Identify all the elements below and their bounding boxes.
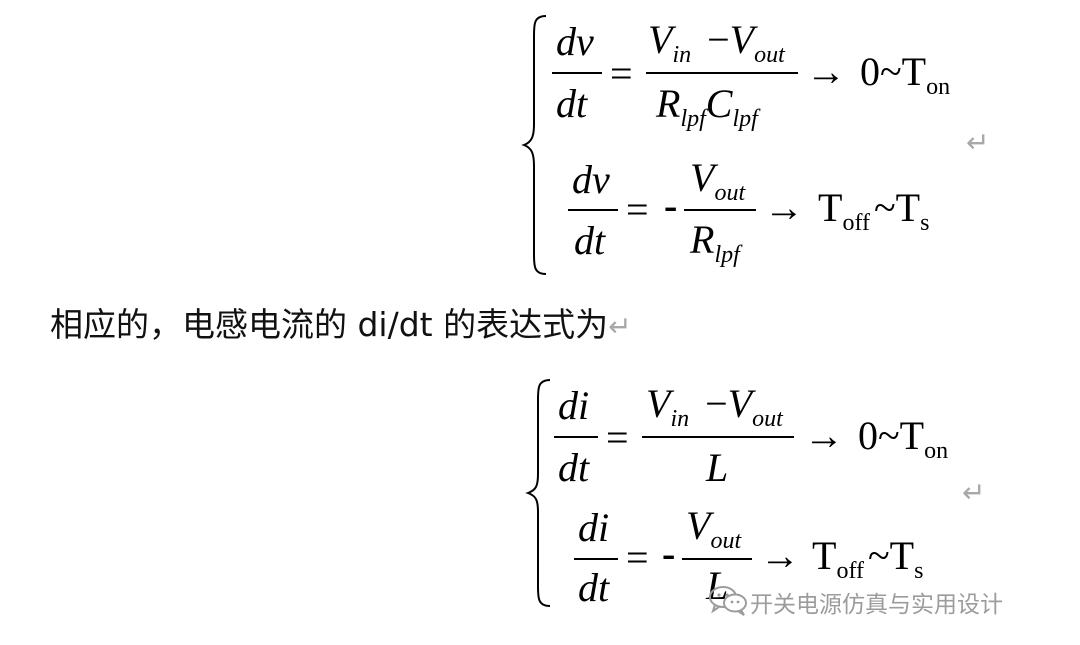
left-brace-2	[525, 379, 551, 607]
fraction-bar	[684, 209, 756, 211]
rhs-denominator: L	[706, 445, 729, 490]
fraction-bar	[682, 558, 752, 560]
lhs-denominator: dt	[556, 81, 588, 126]
equals-sign: =	[610, 51, 633, 96]
minus-sign: -	[662, 531, 676, 576]
fraction-bar	[646, 72, 798, 74]
watermark: 开关电源仿真与实用设计	[708, 582, 1048, 618]
rhs-numerator: Vout	[690, 155, 746, 206]
rhs-denominator: L	[706, 563, 729, 608]
minus-sign: -	[664, 183, 678, 228]
time-interval: 0~Ton	[858, 413, 949, 464]
paragraph-mark: ↵	[962, 476, 986, 509]
lhs-denominator: dt	[558, 445, 590, 490]
sentence: 相应的，电感电流的 di/dt 的表达式为	[50, 305, 609, 344]
left-brace-1	[521, 15, 547, 275]
rhs-numerator: Vout	[686, 503, 742, 554]
interval-arrow: →	[804, 413, 844, 458]
interval-arrow: →	[760, 533, 800, 578]
fraction-bar	[554, 436, 598, 438]
paragraph-mark: ↵	[608, 310, 632, 343]
lhs-denominator: dt	[578, 565, 610, 610]
fraction-bar	[574, 558, 618, 560]
rhs-denominator: RlpfClpf	[656, 81, 758, 132]
fraction-bar	[552, 72, 602, 74]
equals-sign: =	[606, 415, 629, 460]
body-text-line: 相应的，电感电流的 di/dt 的表达式为↵	[50, 298, 632, 346]
equals-sign: =	[626, 535, 649, 580]
fraction-bar	[642, 436, 794, 438]
fraction-bar	[568, 209, 618, 211]
time-interval: 0~Ton	[860, 49, 951, 100]
equals-sign: =	[626, 187, 649, 232]
paragraph-mark: ↵	[966, 126, 990, 159]
lhs-numerator: di	[578, 505, 610, 550]
time-interval: Toff~Ts	[812, 533, 924, 584]
lhs-numerator: dv	[556, 19, 594, 64]
interval-arrow: →	[764, 185, 804, 230]
rhs-denominator: Rlpf	[690, 217, 740, 268]
rhs-numerator: Vin −Vout	[648, 17, 785, 68]
watermark-text: 开关电源仿真与实用设计	[750, 592, 1003, 618]
time-interval: Toff~Ts	[818, 185, 930, 236]
interval-arrow: →	[806, 49, 846, 94]
rhs-numerator: Vin −Vout	[646, 381, 783, 432]
lhs-numerator: di	[558, 383, 590, 428]
lhs-numerator: dv	[572, 157, 610, 202]
wechat-icon	[709, 586, 747, 616]
lhs-denominator: dt	[574, 218, 606, 263]
